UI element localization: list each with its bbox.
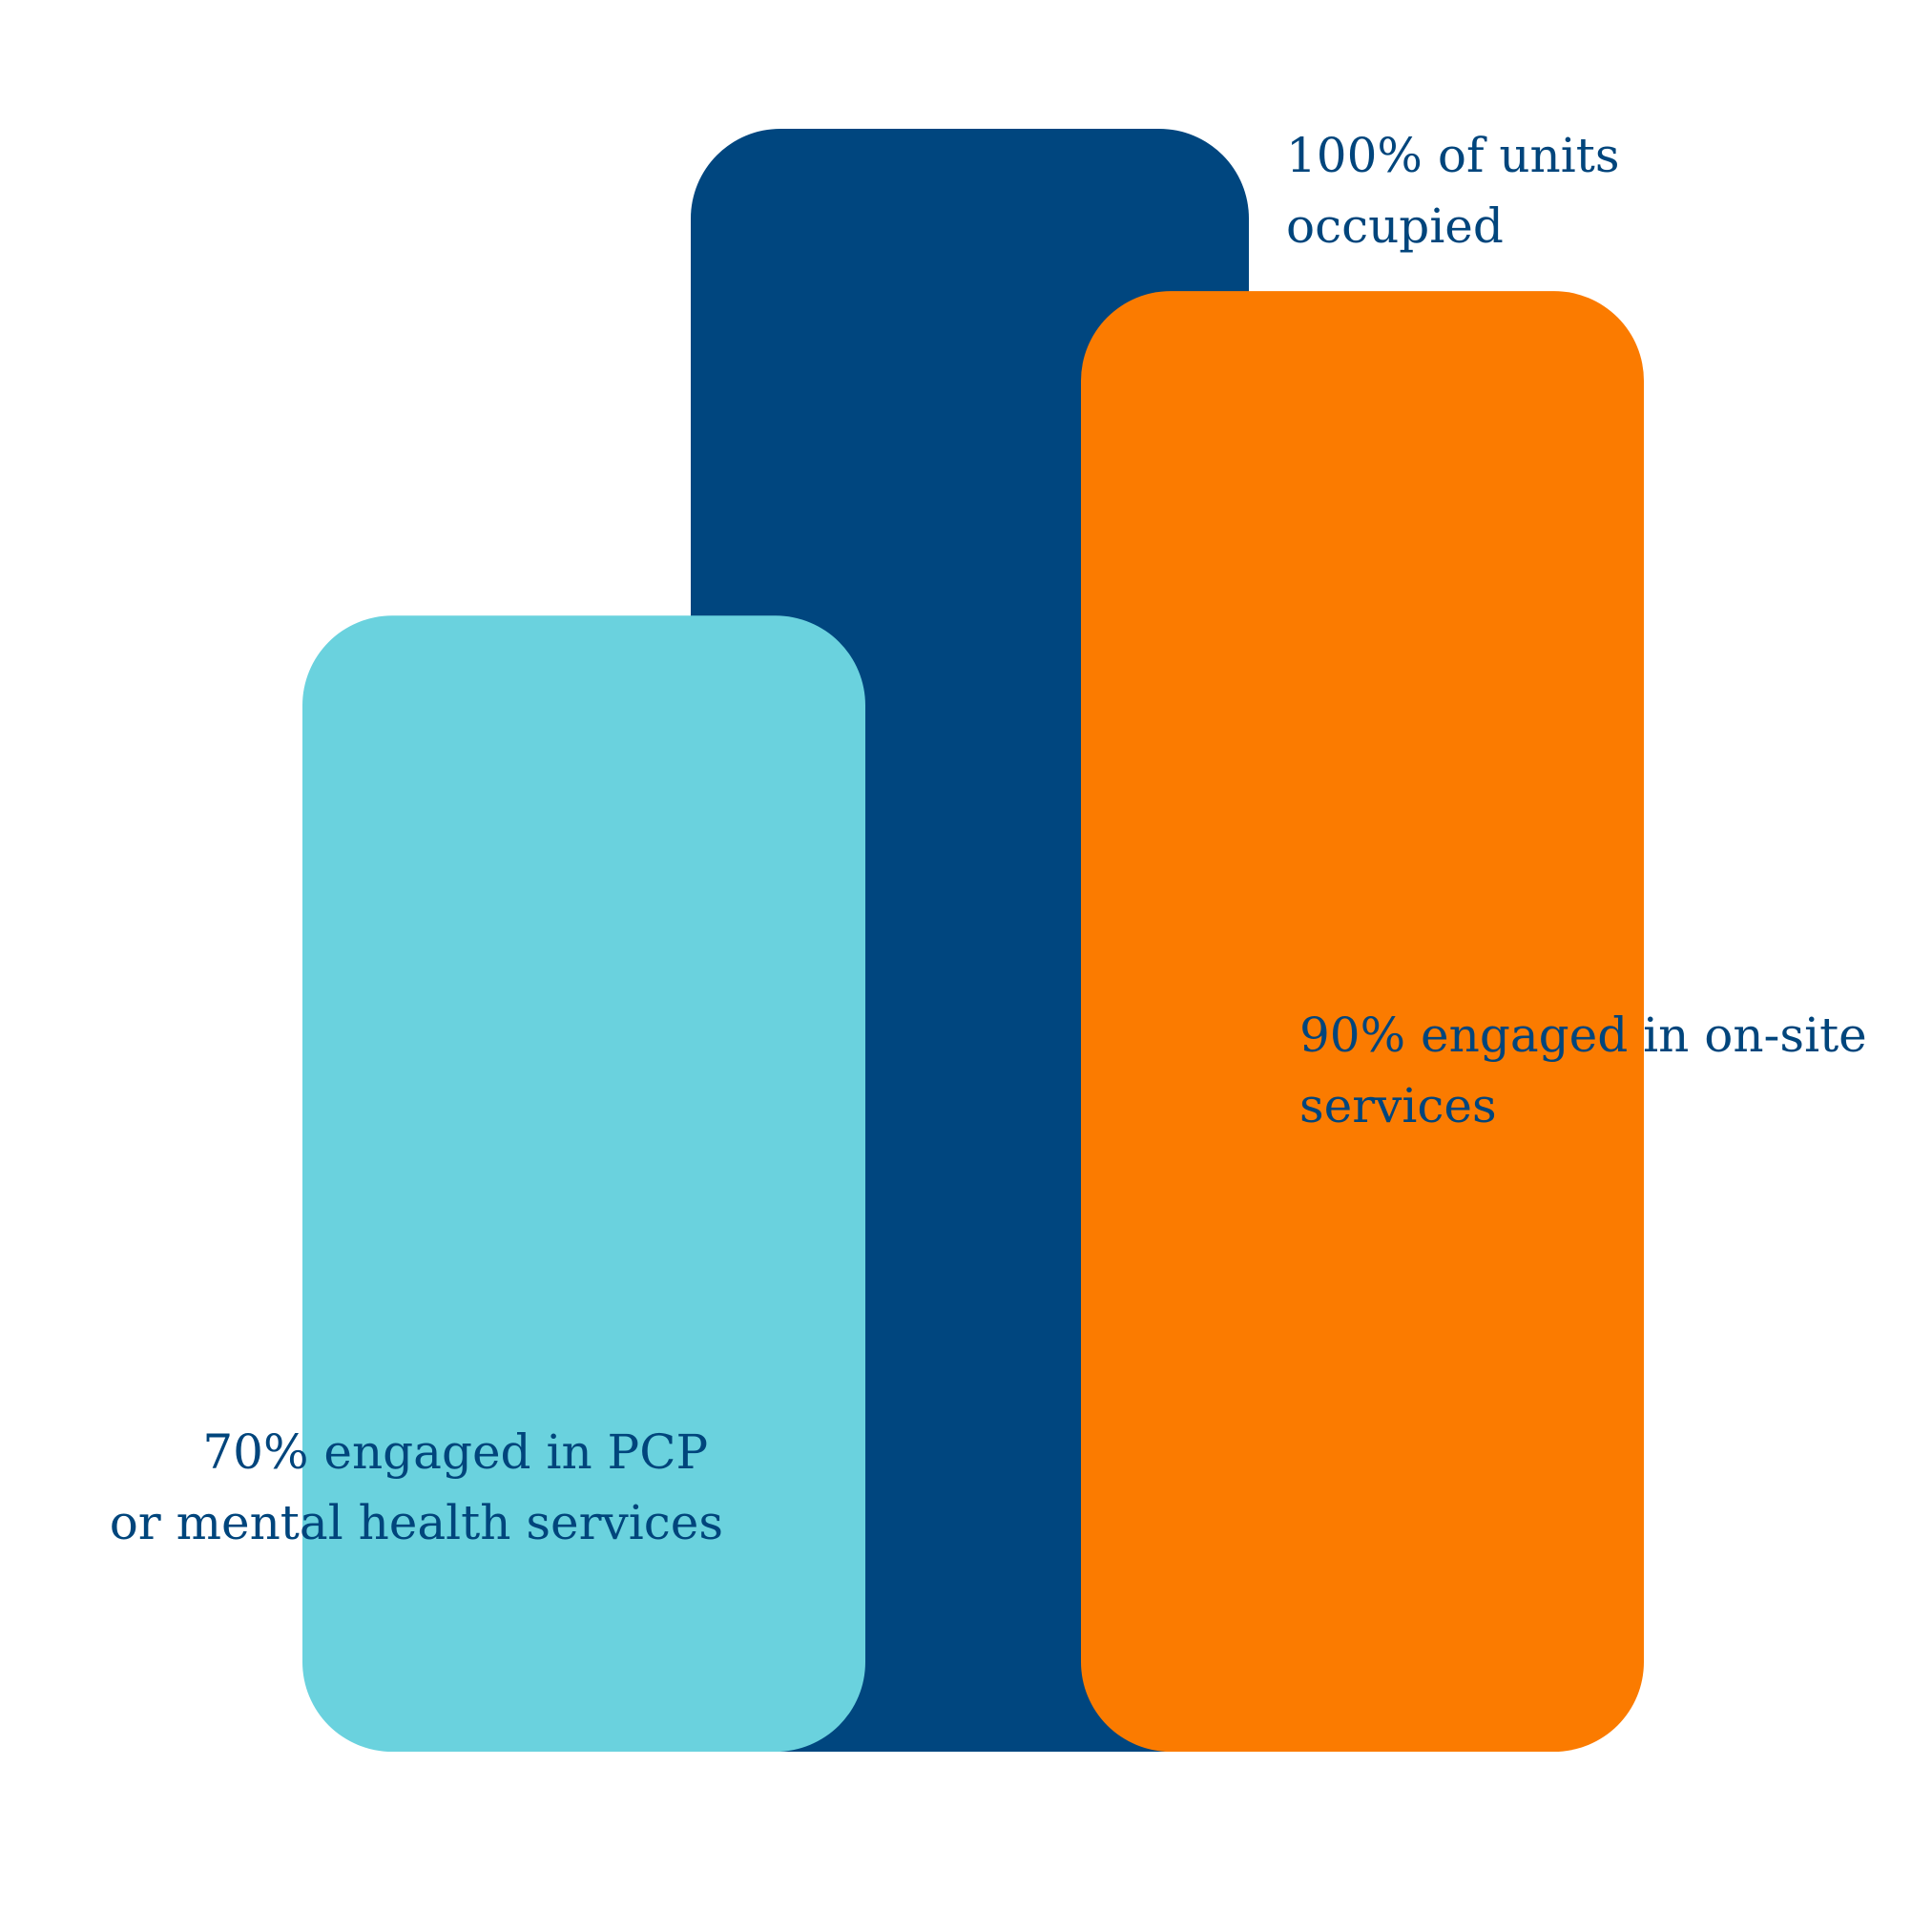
- label-pcp-mental-health-line-2: or mental health services: [110, 1495, 723, 1550]
- label-units-occupied-line-1: 100% of units: [1286, 128, 1620, 183]
- label-on-site-services: 90% engaged in on-site services: [1299, 1008, 1882, 1133]
- label-on-site-services-line-1: 90% engaged in on-site: [1299, 1008, 1867, 1063]
- bar-on-site-services: [1081, 291, 1644, 1753]
- label-pcp-mental-health: 70% engaged in PCP or mental health serv…: [110, 1424, 723, 1550]
- label-on-site-services-line-2: services: [1299, 1078, 1497, 1133]
- label-pcp-mental-health-line-1: 70% engaged in PCP: [202, 1424, 708, 1480]
- label-units-occupied: 100% of units occupied: [1286, 128, 1634, 254]
- bar-pcp-mental-health: [302, 615, 865, 1752]
- label-units-occupied-line-2: occupied: [1286, 198, 1504, 254]
